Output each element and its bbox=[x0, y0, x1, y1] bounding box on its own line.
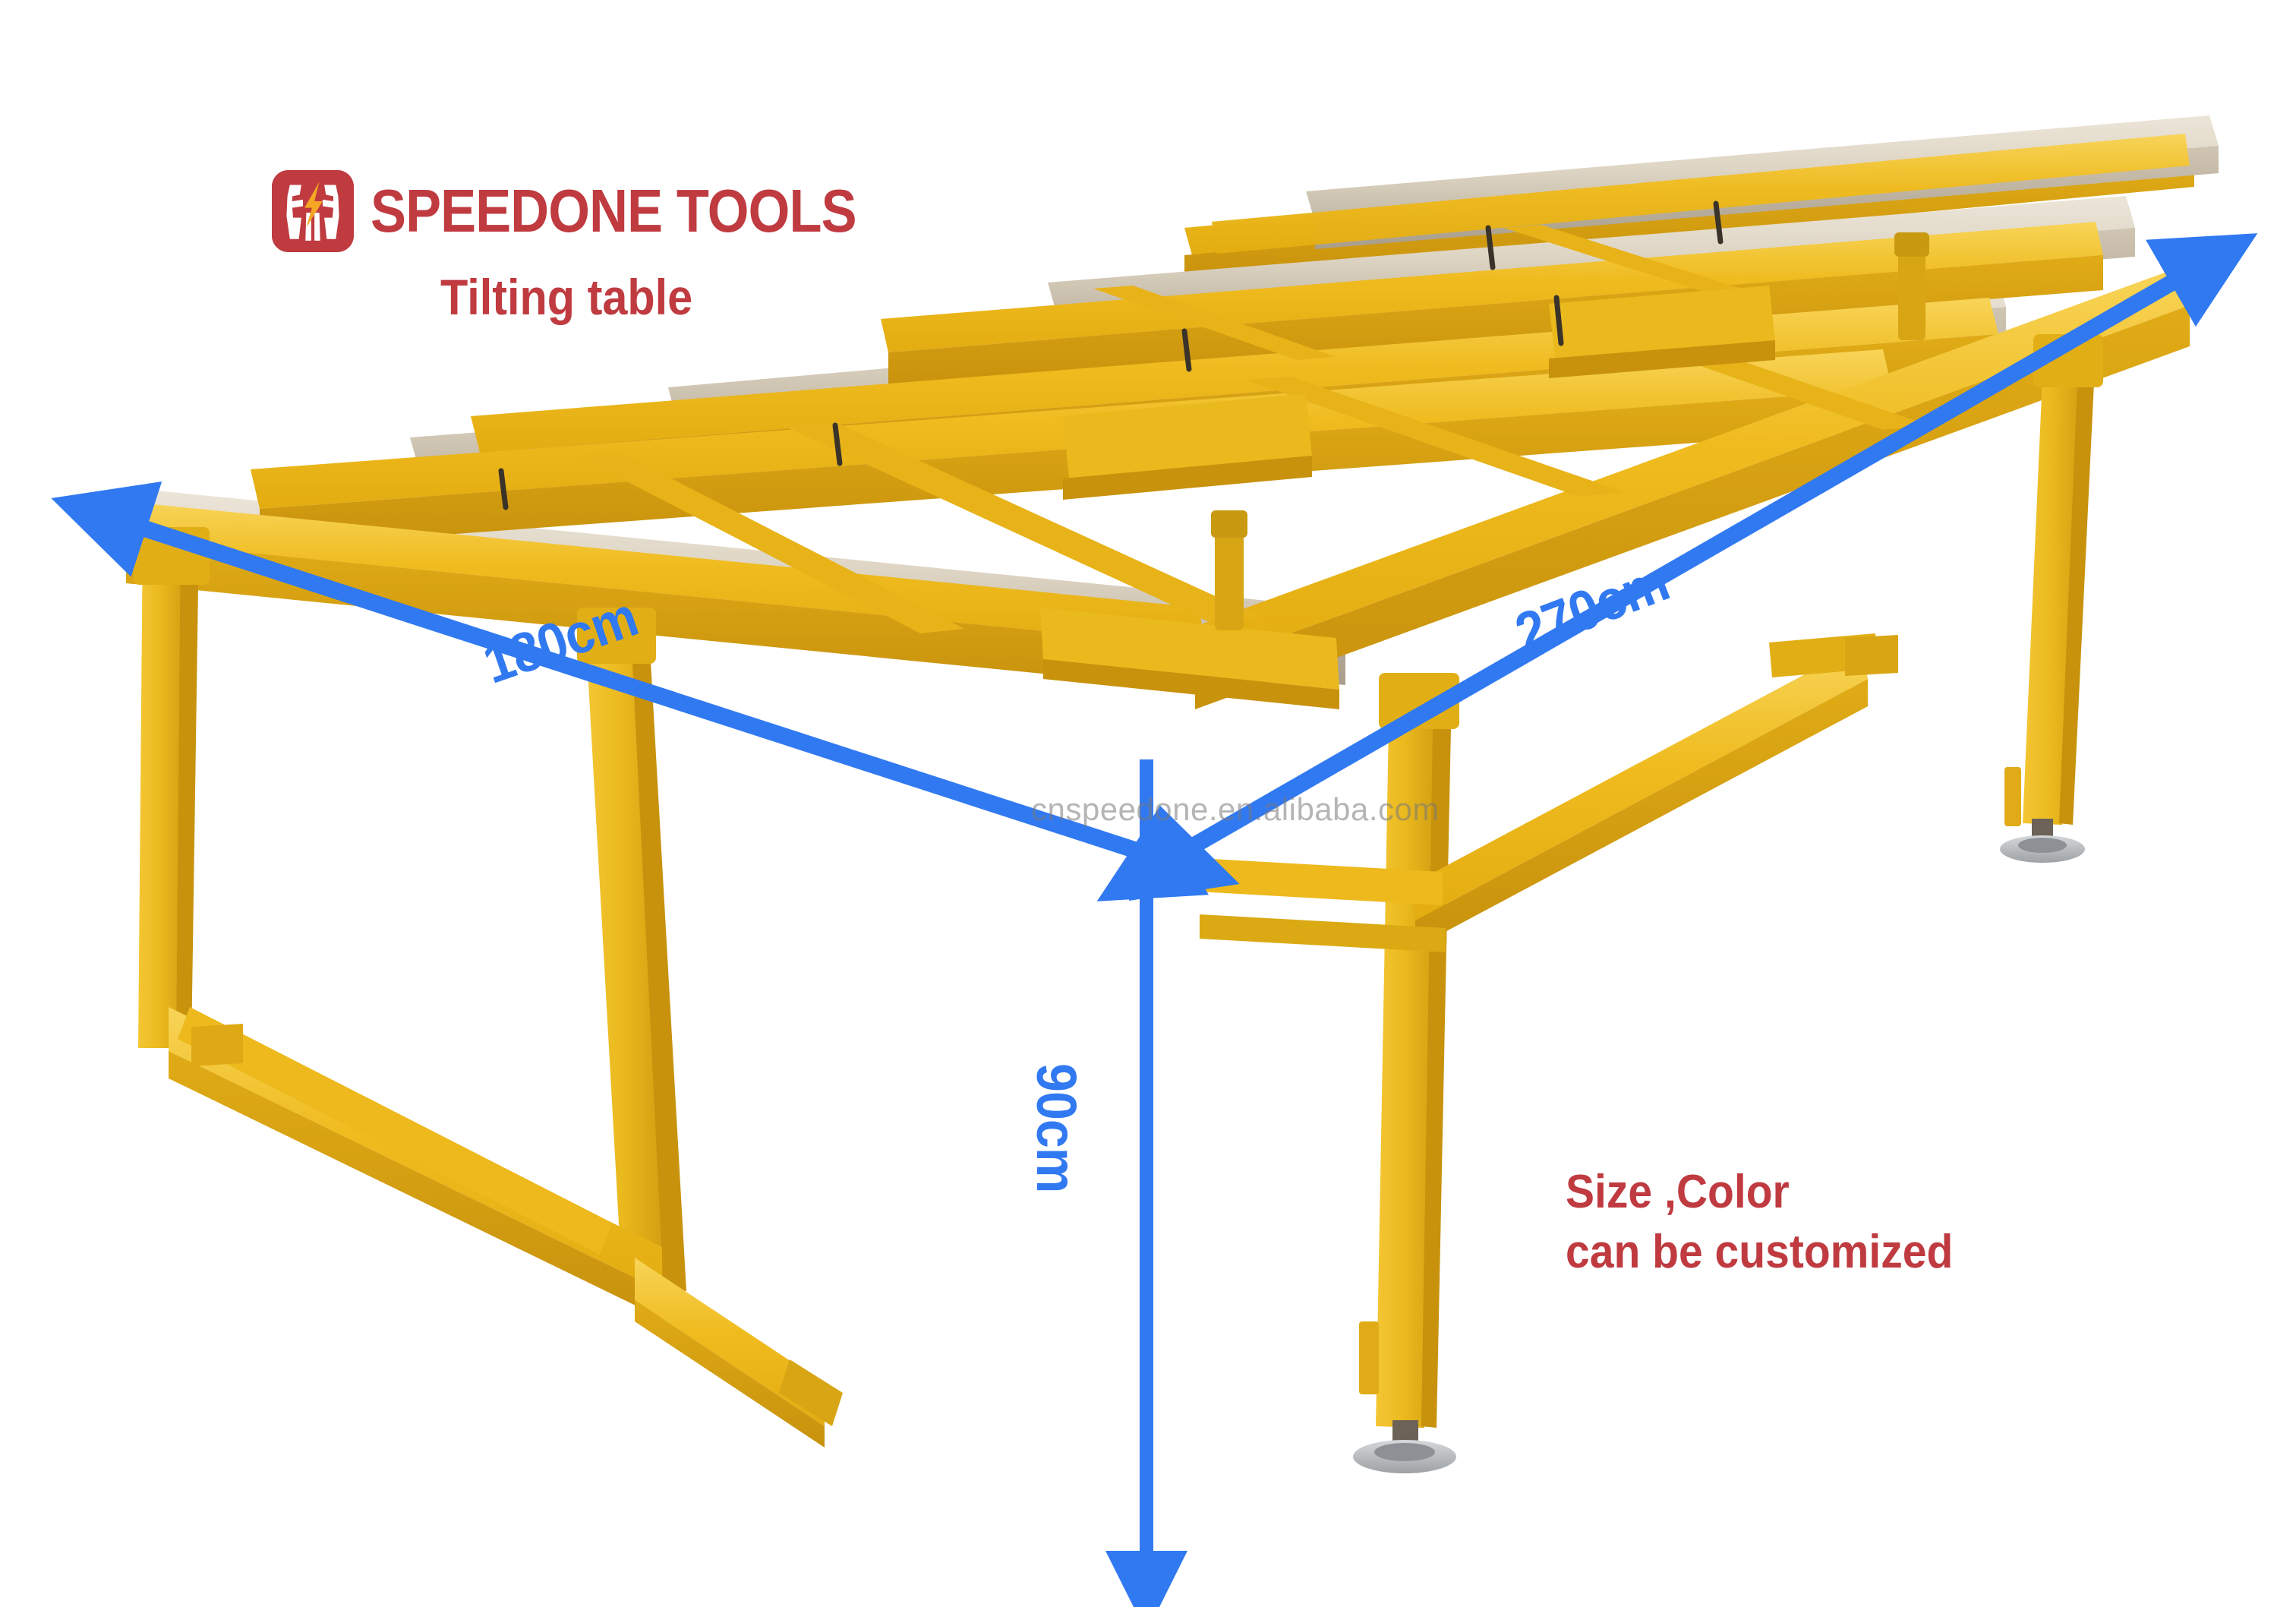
pliers-lightning-logo-icon bbox=[272, 170, 354, 252]
dimension-arrow-length bbox=[1096, 233, 2258, 901]
brand-name: SPEEDONE TOOLS bbox=[371, 177, 857, 245]
customization-note-line-1: Size ,Color bbox=[1566, 1166, 1790, 1218]
dimension-label-height: 90cm bbox=[1025, 1063, 1088, 1193]
lower-bracing bbox=[169, 1007, 843, 1448]
dimension-arrow-width bbox=[51, 481, 1240, 901]
brand-header: SPEEDONE TOOLS bbox=[272, 170, 922, 252]
customization-note-line-2: can be customized bbox=[1566, 1226, 1954, 1279]
customization-note: Size ,Color can be customized bbox=[1566, 1162, 1953, 1283]
page-title: Tilting table bbox=[440, 269, 693, 325]
